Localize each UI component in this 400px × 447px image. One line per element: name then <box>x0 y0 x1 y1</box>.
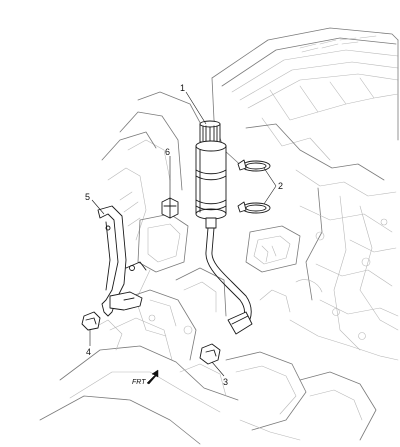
nut-3 <box>199 343 221 365</box>
callout-1: 1 <box>180 83 185 93</box>
callout-6: 6 <box>165 147 170 157</box>
callout-4: 4 <box>86 347 91 357</box>
forward-label: FRT <box>132 379 146 386</box>
filter-cylinder-1 <box>195 120 227 229</box>
nut-4 <box>81 311 101 331</box>
leader-lines <box>89 91 277 377</box>
fuel-line-tube <box>205 227 253 335</box>
bolt-6 <box>161 197 179 219</box>
callout-2: 2 <box>278 181 283 191</box>
callout-3: 3 <box>223 377 228 387</box>
bracket-5 <box>97 205 147 317</box>
forward-direction-indicator: FRT <box>132 369 159 386</box>
callout-5: 5 <box>85 192 90 202</box>
hose-clamps-2 <box>237 159 271 214</box>
forward-arrow-icon <box>146 369 159 385</box>
engine-background <box>39 27 399 445</box>
